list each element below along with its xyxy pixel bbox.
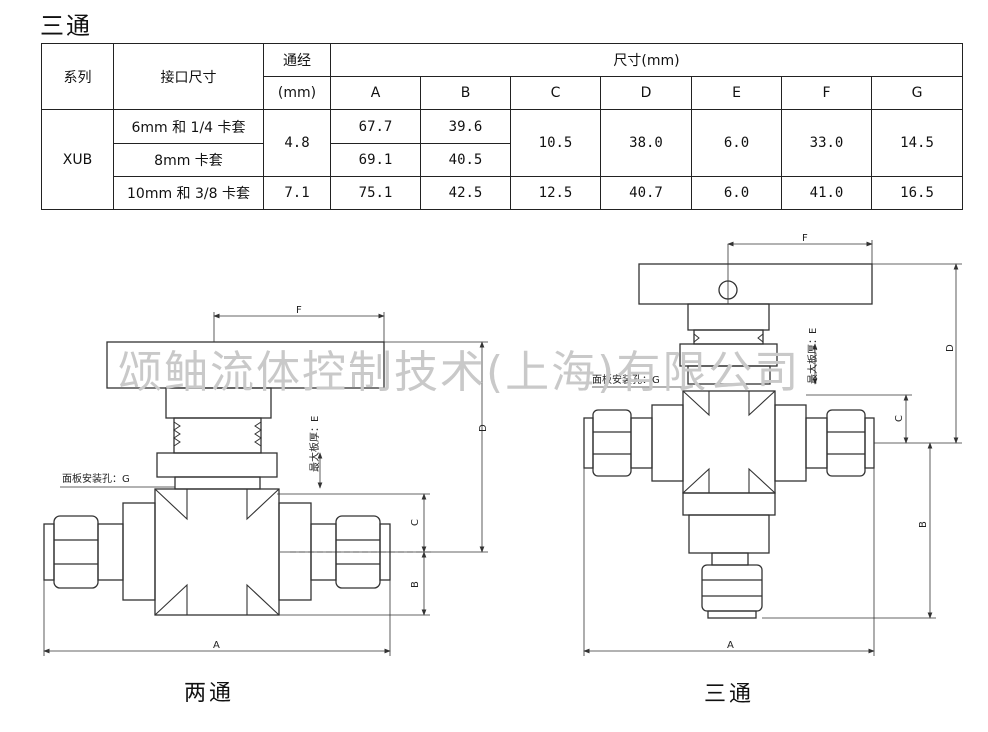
dim-label-d: D bbox=[945, 344, 956, 352]
caption-two-way: 两通 bbox=[184, 681, 235, 706]
dim-label-a: A bbox=[727, 640, 734, 651]
dim-label-c: C bbox=[894, 415, 905, 422]
dim-label-d: D bbox=[478, 424, 489, 432]
header-port-size: 接口尺寸 bbox=[113, 43, 264, 110]
dim-b-cell: 42.5 bbox=[420, 176, 511, 210]
dim-label-f: F bbox=[802, 233, 808, 244]
max-plate-label: 最大板厚：E bbox=[806, 328, 819, 384]
three-way-dimensions bbox=[583, 240, 962, 656]
dim-d-cell: 38.0 bbox=[600, 109, 692, 177]
header-bore: 通经 bbox=[263, 43, 331, 77]
panel-hole-label: 面板安装孔：G bbox=[62, 472, 130, 485]
dim-g-cell: 16.5 bbox=[870, 176, 964, 210]
panel-hole-label: 面板安装孔：G bbox=[592, 373, 660, 386]
bore-cell: 7.1 bbox=[263, 176, 331, 210]
col-header-a: A bbox=[330, 76, 421, 110]
col-header-g: G bbox=[870, 76, 964, 110]
header-series: 系列 bbox=[41, 43, 114, 110]
watermark-text: 颂鲉流体控制技术(上海)有限公司 bbox=[118, 347, 801, 398]
dim-c-cell: 12.5 bbox=[510, 176, 601, 210]
port-cell: 8mm 卡套 bbox=[113, 143, 264, 177]
dim-e-cell: 6.0 bbox=[691, 176, 782, 210]
dim-label-f: F bbox=[296, 305, 302, 316]
header-bore-unit: (mm) bbox=[263, 76, 331, 110]
col-header-f: F bbox=[781, 76, 872, 110]
page-title: 三通 bbox=[40, 12, 92, 40]
dim-b-cell: 39.6 bbox=[420, 109, 511, 144]
dim-f-cell: 33.0 bbox=[781, 109, 872, 177]
col-header-c: C bbox=[510, 76, 601, 110]
col-header-b: B bbox=[420, 76, 511, 110]
dim-label-a: A bbox=[213, 640, 220, 651]
handle-bar bbox=[638, 263, 873, 305]
dim-a-cell: 75.1 bbox=[330, 176, 421, 210]
spec-table: 系列 接口尺寸 通经 尺寸(mm) (mm) A B C D E F G XUB… bbox=[41, 43, 964, 210]
col-header-e: E bbox=[691, 76, 782, 110]
max-plate-label: 最大板厚：E bbox=[308, 416, 321, 472]
three-way-valve-drawing bbox=[583, 244, 875, 619]
two-way-dimensions bbox=[43, 312, 488, 656]
dim-label-b: B bbox=[410, 581, 421, 588]
dim-g-cell: 14.5 bbox=[870, 109, 964, 177]
dim-label-c: C bbox=[410, 519, 421, 526]
caption-three-way: 三通 bbox=[704, 682, 755, 707]
dim-f-cell: 41.0 bbox=[781, 176, 872, 210]
bore-cell: 4.8 bbox=[263, 109, 331, 177]
series-cell: XUB bbox=[41, 109, 114, 210]
dim-label-b: B bbox=[918, 521, 929, 528]
port-cell: 10mm 和 3/8 卡套 bbox=[113, 176, 264, 210]
